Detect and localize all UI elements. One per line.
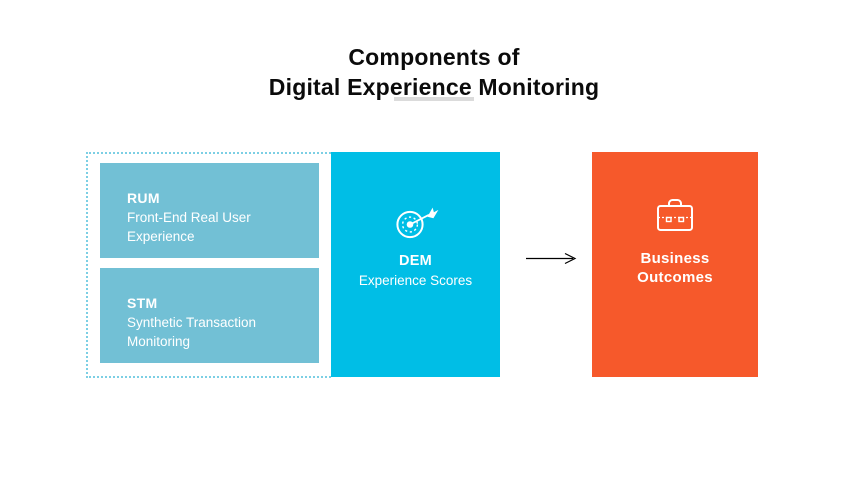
rum-description: Front-End Real User Experience [127,210,251,244]
stm-box: STM Synthetic Transaction Monitoring [100,268,319,363]
dem-abbr: DEM [398,252,433,269]
dem-box: DEM Experience Scores [331,152,500,377]
page-title-line2: Digital Experience Monitoring [268,74,600,101]
business-outcomes-label: Business Outcomes [637,249,713,286]
right-arrow-icon [525,251,577,271]
title-divider [394,97,474,101]
business-outcomes-box: Business Outcomes [592,152,758,377]
dem-description: Experience Scores [358,272,473,288]
rum-abbr: RUM [127,190,160,206]
stm-description: Synthetic Transaction Monitoring [127,315,257,349]
stm-abbr: STM [127,295,158,311]
page-title-line1: Components of [348,44,520,71]
page-title: Components of Digital Experience Monitori… [0,42,868,102]
monitoring-components-group: RUM Front-End Real User Experience STM S… [86,152,331,378]
target-arrow-icon [393,202,439,245]
rum-box: RUM Front-End Real User Experience [100,163,319,258]
briefcase-icon [654,195,696,240]
